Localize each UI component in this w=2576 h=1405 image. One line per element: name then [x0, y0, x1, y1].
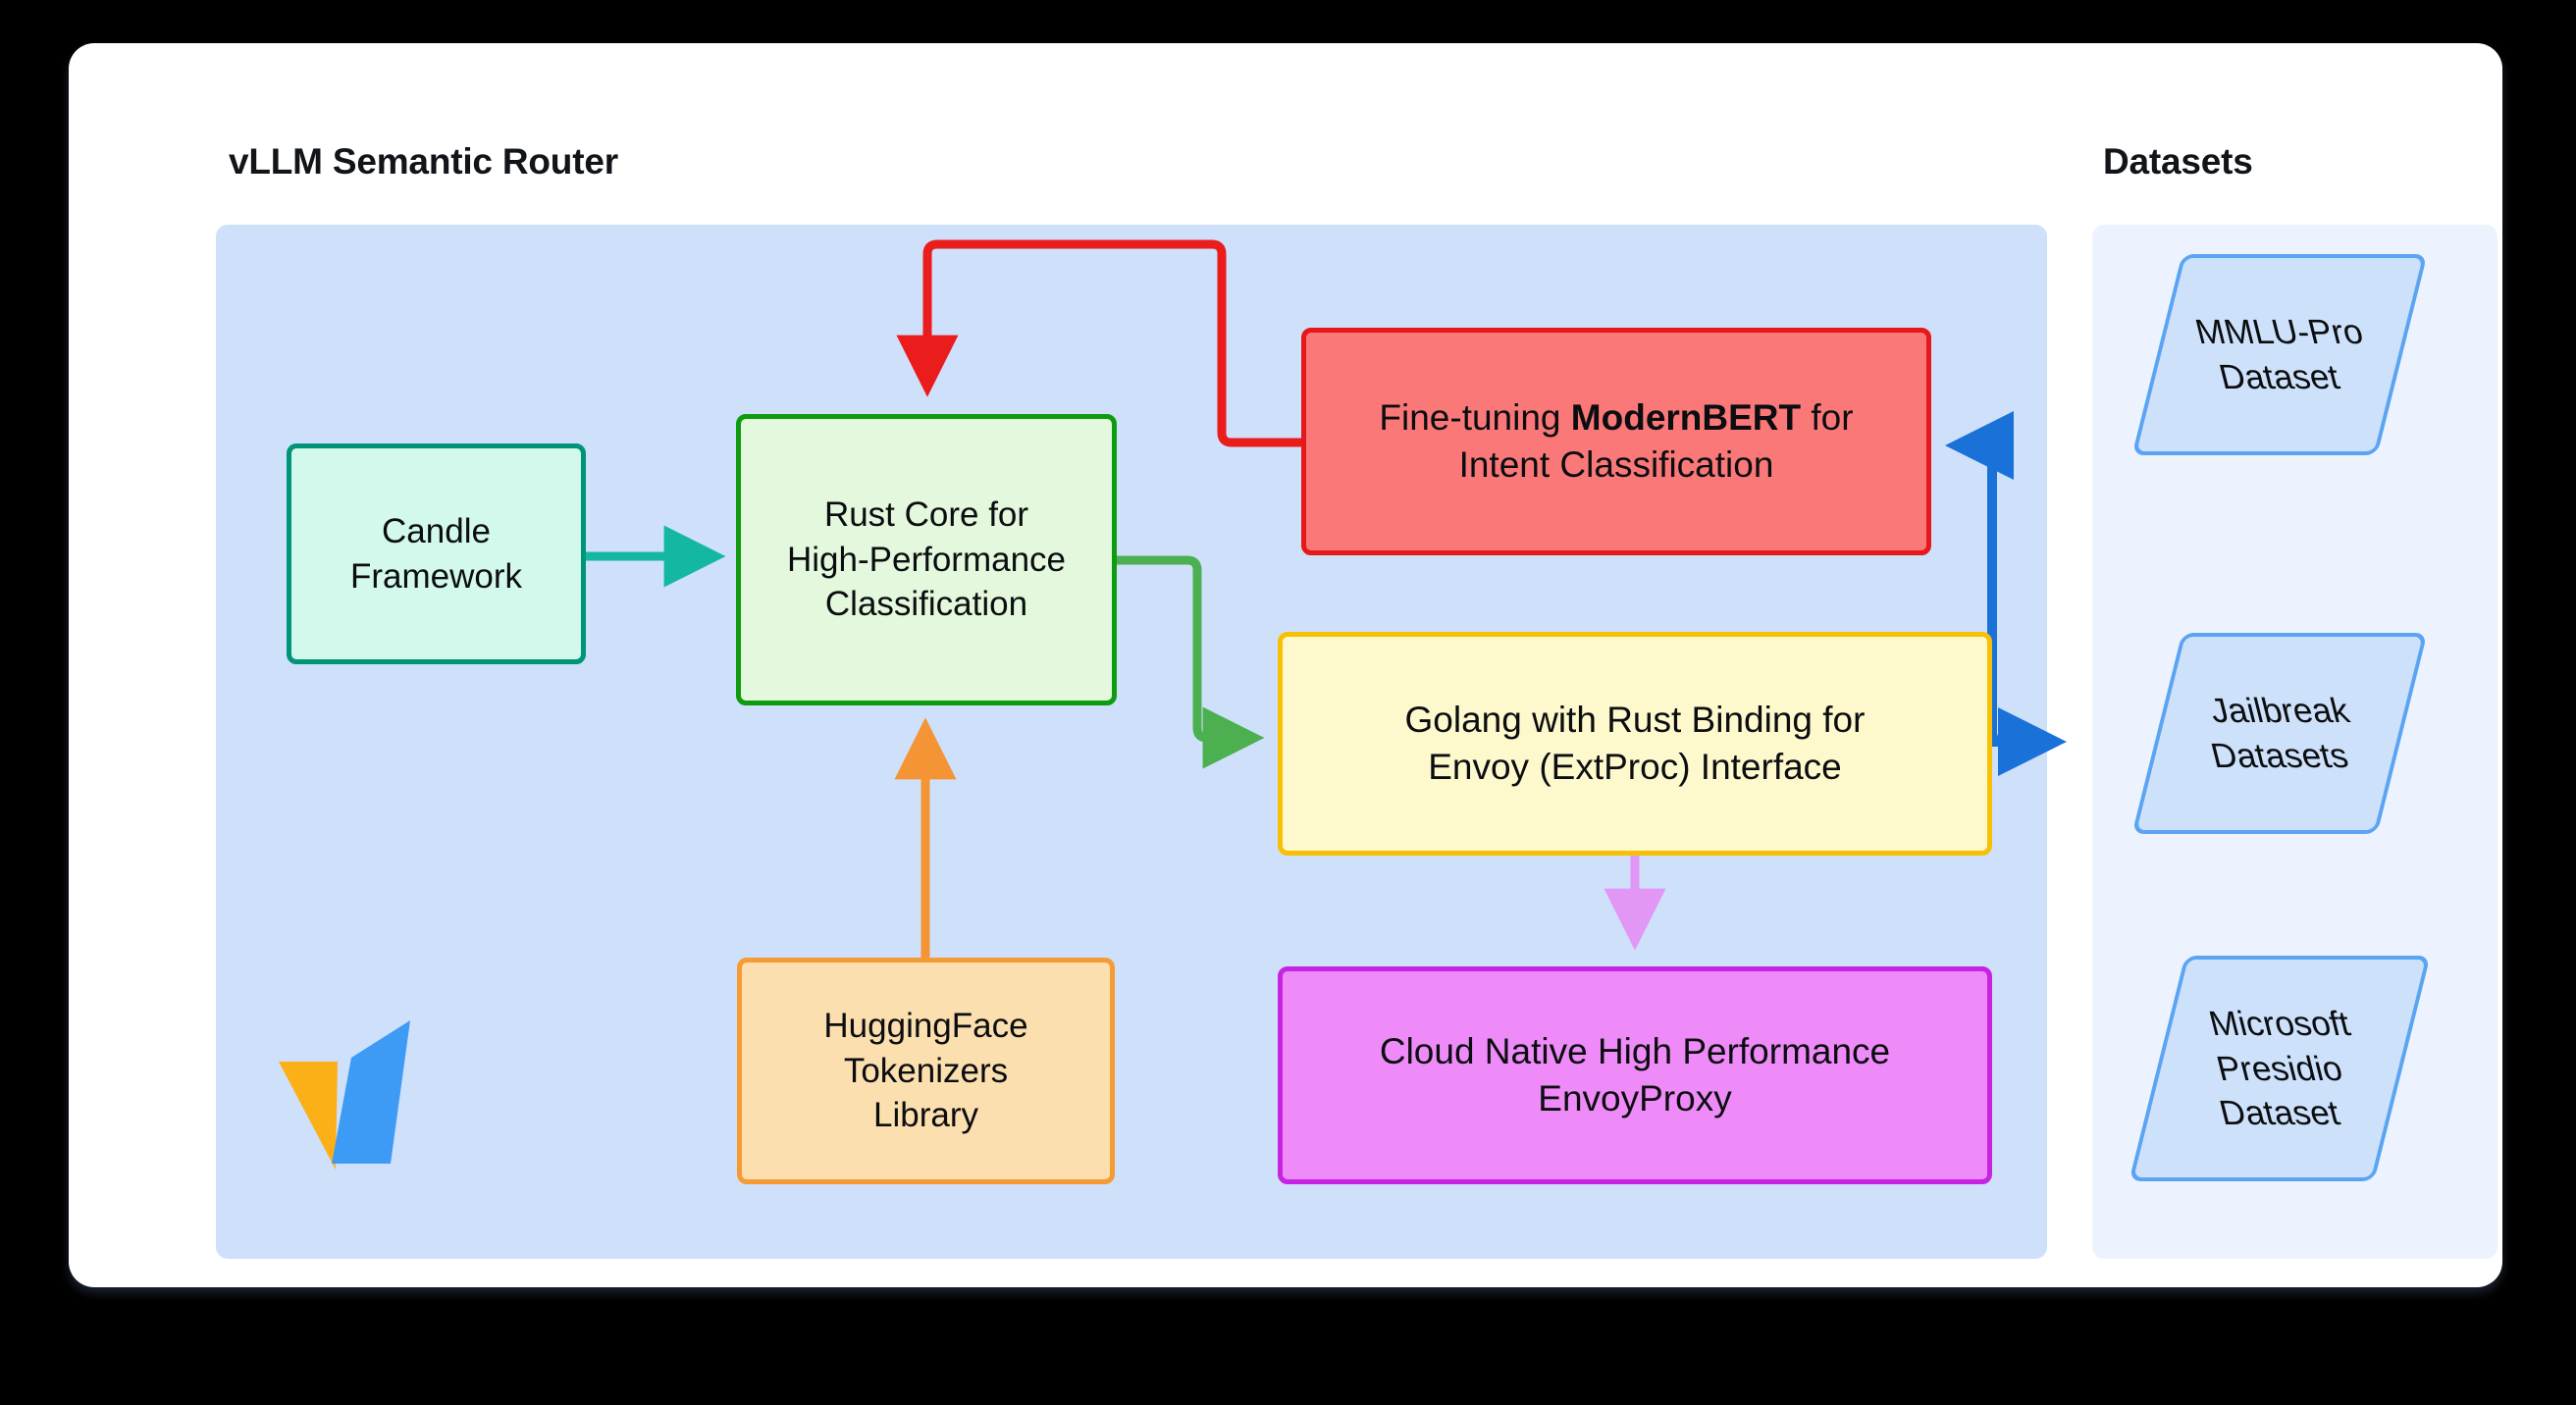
dataset-mmlu-pro-line-2: Dataset — [2215, 357, 2344, 396]
node-envoy-proxy[interactable]: Cloud Native High Performance EnvoyProxy — [1278, 966, 1992, 1184]
dataset-presidio-line-1: Microsoft — [2205, 1004, 2354, 1043]
node-envoy-proxy-line-2: EnvoyProxy — [1538, 1078, 1732, 1119]
dataset-jailbreak-line-2: Datasets — [2206, 736, 2352, 775]
vllm-logo-icon — [279, 1020, 410, 1170]
node-rust-core-line-1: Rust Core for — [823, 494, 1029, 534]
node-golang-line-1: Golang with Rust Binding for — [1404, 699, 1866, 740]
node-envoy-proxy-line-1: Cloud Native High Performance — [1379, 1030, 1891, 1071]
node-modernbert-suffix: for — [1801, 396, 1854, 438]
dataset-presidio-line-3: Dataset — [2215, 1093, 2344, 1132]
dataset-mmlu-pro[interactable]: MMLU-Pro Dataset — [2131, 254, 2428, 455]
node-candle-framework[interactable]: Candle Framework — [287, 443, 586, 664]
dataset-jailbreak-line-1: Jailbreak — [2206, 692, 2353, 730]
diagram-canvas: vLLM Semantic Router Datasets — [69, 43, 2502, 1287]
node-candle-line-2: Framework — [349, 556, 523, 596]
node-rust-core-line-3: Classification — [824, 585, 1028, 624]
node-modernbert-line-2: Intent Classification — [1458, 444, 1774, 485]
node-modernbert-line-1: Fine-tuning ModernBERT for — [1379, 394, 1853, 442]
node-golang-rust-binding[interactable]: Golang with Rust Binding for Envoy (ExtP… — [1278, 632, 1992, 856]
node-rust-core[interactable]: Rust Core for High-Performance Classific… — [736, 414, 1117, 705]
dataset-presidio-line-2: Presidio — [2212, 1049, 2347, 1088]
node-modernbert-finetuning[interactable]: Fine-tuning ModernBERT for Intent Classi… — [1301, 328, 1931, 555]
subgraph-title-router: vLLM Semantic Router — [229, 141, 618, 182]
node-huggingface-line-3: Library — [873, 1096, 978, 1135]
node-modernbert-prefix: Fine-tuning — [1379, 396, 1571, 438]
dataset-jailbreak[interactable]: Jailbreak Datasets — [2131, 633, 2428, 834]
node-huggingface-line-2: Tokenizers — [843, 1051, 1009, 1090]
node-modernbert-bold-term: ModernBERT — [1570, 396, 1802, 438]
vllm-logo-orange-wedge — [279, 1062, 338, 1170]
subgraph-title-datasets: Datasets — [2103, 141, 2253, 182]
diagram-card: vLLM Semantic Router Datasets — [69, 43, 2502, 1287]
node-huggingface-tokenizers[interactable]: HuggingFace Tokenizers Library — [737, 958, 1115, 1184]
node-golang-line-2: Envoy (ExtProc) Interface — [1428, 747, 1842, 787]
vllm-logo-blue-wedge — [332, 1020, 410, 1164]
node-rust-core-line-2: High-Performance — [787, 540, 1066, 579]
node-huggingface-line-1: HuggingFace — [823, 1006, 1028, 1045]
dataset-mmlu-pro-line-1: MMLU-Pro — [2191, 313, 2368, 351]
node-candle-line-1: Candle — [382, 511, 491, 550]
